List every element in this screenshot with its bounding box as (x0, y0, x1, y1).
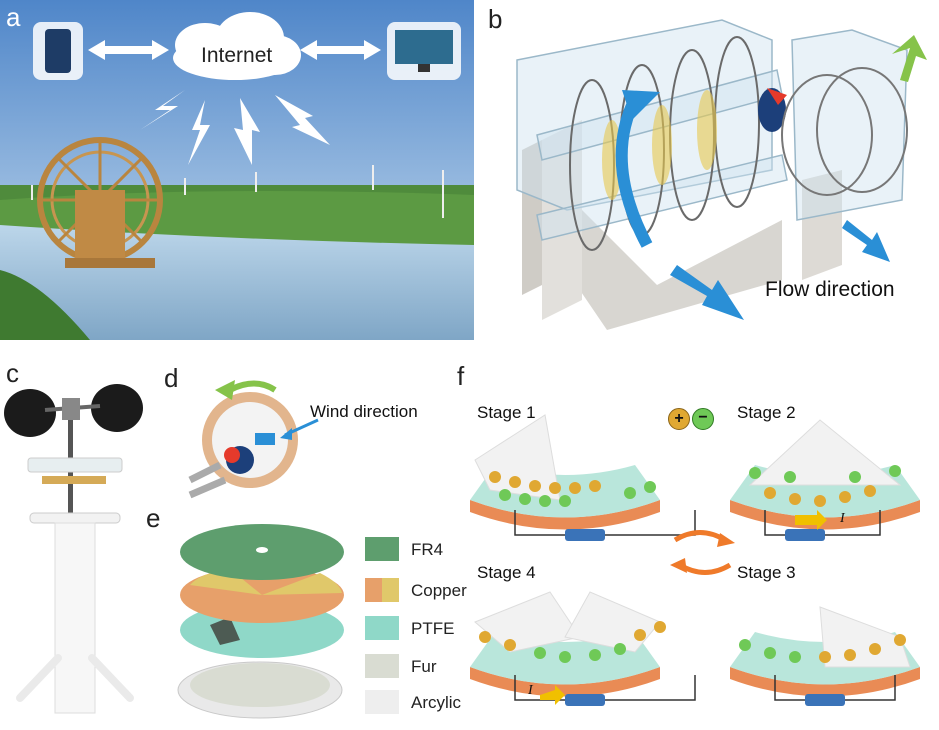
anemometer-illustration (4, 384, 143, 714)
computer-icon (395, 30, 453, 64)
resistor-icon (785, 529, 825, 541)
water-wheel-icon (37, 137, 163, 268)
legend-label-ptfe: PTFE (411, 619, 455, 638)
flow-direction-label: Flow direction (765, 278, 895, 301)
double-arrow-icon (88, 40, 381, 60)
gear-assembly-illustration (188, 380, 319, 499)
legend-swatch-arcylic (365, 690, 399, 714)
legend-swatch-copper (365, 578, 399, 602)
panel-a: a Internet (0, 0, 474, 340)
current-arrow-icon (795, 510, 827, 530)
stages-illustration (470, 414, 920, 706)
resistor-icon (565, 529, 605, 541)
flow-arrow-icon (670, 265, 744, 320)
stage-1-label: Stage 1 (477, 403, 536, 422)
panel-c: c (0, 358, 165, 725)
legend-swatch-fur (365, 654, 399, 678)
panel-b: b Flow direction (482, 0, 939, 345)
rotation-arrow-icon (622, 90, 660, 120)
legend-swatch-fr4 (365, 537, 399, 561)
signal-lightning-icon (140, 90, 330, 165)
legend-label-copper: Copper (411, 581, 467, 600)
panel-a-label: a (6, 2, 21, 32)
negative-charge-symbol: − (698, 409, 708, 426)
panel-d-label: d (164, 363, 179, 393)
panel-e-label: e (146, 503, 161, 533)
layer-stack-illustration (177, 524, 344, 719)
cloud-icon (173, 12, 301, 80)
panel-e: e FR4 Copper PTFE Fur Arcylic (146, 503, 467, 725)
resistor-icon (565, 694, 605, 706)
wind-direction-label: Wind direction (310, 402, 418, 421)
panel-f-label: f (457, 361, 465, 391)
stage-3-label: Stage 3 (737, 563, 796, 582)
rotation-arrow-icon (215, 380, 235, 400)
turbine-illustration (516, 19, 927, 330)
legend-label-fur: Fur (411, 657, 437, 676)
panel-f: f Stage 1 Stage 2 Stage 4 Stage 3 + − (455, 361, 939, 725)
positive-charge-icon: + (668, 408, 690, 430)
panel-d: d Wind direction (164, 363, 460, 505)
stage-4-label: Stage 4 (477, 563, 536, 582)
legend-label-arcylic: Arcylic (411, 693, 462, 712)
positive-charge-symbol: + (674, 410, 684, 427)
phone-icon (45, 29, 71, 73)
resistor-icon (805, 694, 845, 706)
negative-charge-icon: − (692, 408, 714, 430)
panel-c-label: c (6, 358, 19, 388)
current-label-stage-2: I (840, 511, 845, 526)
weather-station-icon (31, 165, 444, 218)
current-arrow-icon (540, 685, 565, 705)
legend-label-fr4: FR4 (411, 540, 444, 559)
current-label-stage-4: I (528, 683, 533, 698)
panel-a-illustration (0, 0, 474, 340)
internet-label: Internet (201, 44, 273, 67)
legend-swatch-ptfe (365, 616, 399, 640)
panel-b-label: b (488, 4, 503, 34)
wind-arrow-icon (280, 428, 292, 440)
cycle-arrow-icon (717, 533, 735, 547)
stage-2-label: Stage 2 (737, 403, 796, 422)
